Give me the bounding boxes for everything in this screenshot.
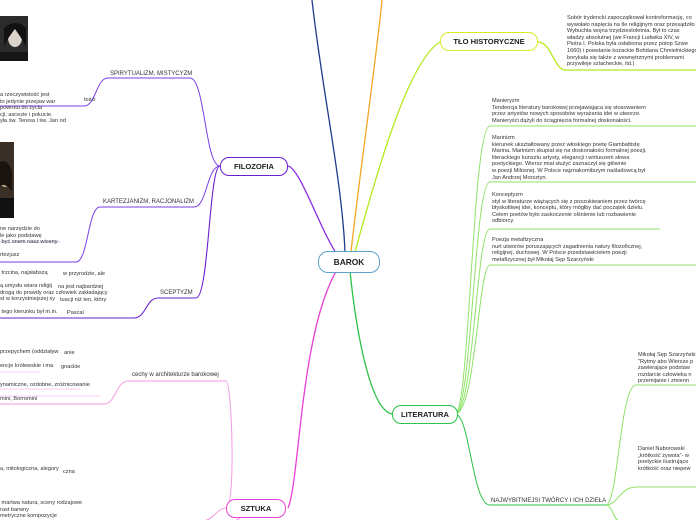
branch-spirytualizm[interactable]: SPIRYTUALIZM, MISTYCYZM [110,71,192,77]
sceptyzm-text-5a: tego kierunku był m.in. [0,309,58,316]
architektura-text-1a: przepychem (oddziaływ [0,349,58,356]
connector-filozofia [288,166,338,256]
architektura-text-4: mini, Borromini [0,396,37,403]
branch-sceptyzm[interactable]: SCEPTYZM [160,290,193,296]
architektura-text-2b: gnackie [61,364,80,371]
sztuka-text-1a: a, mitologiczna, alegory [0,466,59,473]
sceptyzm-text-2a: ą umysłu wiara religij [0,283,52,290]
branch-najwybitniejsi-tworcy[interactable]: NAJWYBITNIEJSI TWÓRCY I ICH DZIEŁA [491,498,606,504]
literatura-manieryzm: Manieryzm Tendencja literatury barokowej… [492,98,646,124]
kartezjanizm-text-2: rtezjusz [0,252,19,259]
literatura-konceptyzm: Konceptyzm styl w literaturze wiążących … [492,192,646,225]
sceptyzm-text-1b: w przyrodzie, ale [63,271,105,278]
sztuka-text-1b: czna [63,469,75,476]
sztuka-text-2: martwa natura, sceny rodzajowe rast barw… [0,500,82,520]
literatura-poezja-metafizyczna: Poezja metafizyczna nurt utworów porusza… [492,237,642,263]
branch-cechy-architektura[interactable]: cechy w architekturze barokowej [132,372,219,378]
spirytualizm-text-2: powrotu do życia cji, ascezie i pokucie.… [0,105,66,125]
sceptyzm-text-1a: trzcina, najsłabszą [0,270,48,277]
sceptyzm-text-4a: st w korzystniejszej sy [0,296,55,303]
tworca-naborowski: Daniel Naborowski „krótkość żywota”- w p… [638,446,691,472]
central-topic[interactable]: BAROK [318,251,380,273]
spirytualizm-text-1b: tości [84,97,96,104]
tworca-sep-szarzynski: Mikołaj Sęp Szarzyński "Rytmy abo Wiersz… [638,352,696,385]
portrait-photo-1 [0,16,28,61]
architektura-text-3: ynamiczne, ozdobne, zróżnicowanie [0,382,90,389]
sceptyzm-text-5b: Pascal [67,310,84,317]
architektura-text-2a: encje królewskie i ma [0,363,53,370]
tlo-historyczne-text: Sobór trydencki zapoczątkował kontreform… [567,15,696,68]
topic-literatura[interactable]: LITERATURA [392,405,458,424]
connector-literatura [350,271,392,414]
spirytualizm-text-1: a rzeczywistość jest to jedynie przejaw … [0,92,55,105]
branch-kartezjanizm[interactable]: KARTEZJANIZM, RACJONALIZM [103,199,194,205]
topic-tlo-historyczne[interactable]: TŁO HISTORYCZNE [440,32,538,51]
connector-top-orange [351,0,382,252]
literatura-marinizm: Marinizm kierunek ukształtowany przez wł… [492,135,647,181]
topic-filozofia[interactable]: FILOZOFIA [220,157,288,176]
architektura-text-1b: anie [64,350,75,357]
kartezjanizm-text-1: ne narzędzie do le jako podstawę być sne… [0,226,58,246]
sceptyzm-text-4b: tuacji niż ten, który [60,297,106,304]
portrait-photo-2 [0,142,14,218]
connector-sztuka [288,268,338,508]
topic-sztuka[interactable]: SZTUKA [226,499,286,518]
